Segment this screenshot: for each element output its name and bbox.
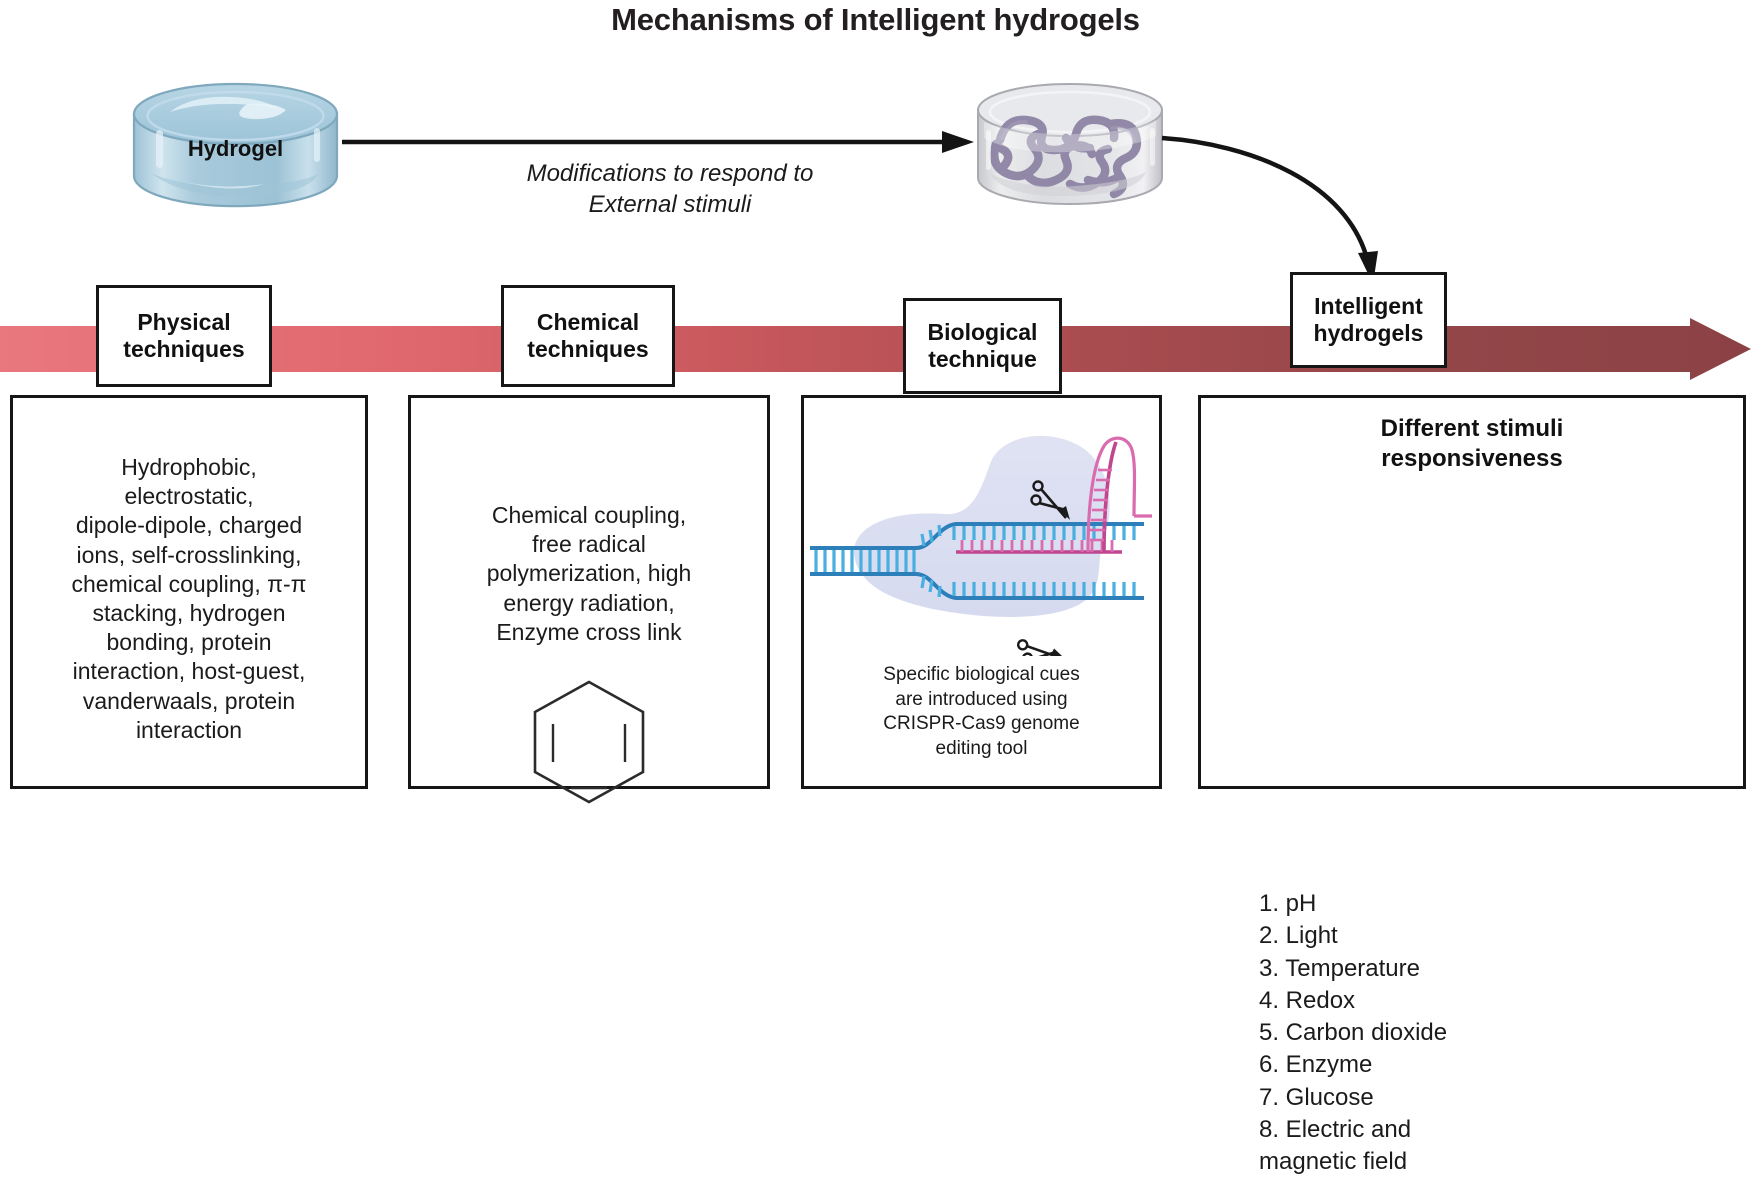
label-chemical: Chemical techniques (527, 309, 649, 362)
stimuli-list-item: 1. pH (1259, 890, 1317, 917)
curved-arrow-icon (1160, 120, 1420, 290)
modification-arrow-icon (340, 126, 980, 158)
label-box-physical-techniques[interactable]: Physical techniques (96, 285, 272, 387)
modification-caption: Modifications to respond to External sti… (526, 160, 814, 219)
stimuli-list-item: 2. Light (1259, 922, 1338, 950)
hydrogel-label: Hydrogel (187, 136, 284, 161)
content-box-biological: Specific biological cues are introduced … (801, 395, 1162, 789)
label-box-biological-technique[interactable]: Biological technique (903, 298, 1062, 394)
content-box-stimuli: Different stimuli responsiveness 1. pH 2.… (1198, 395, 1746, 1175)
stimuli-list-item: 4. Redox (1259, 986, 1356, 1014)
label-box-chemical-techniques[interactable]: Chemical techniques (501, 285, 675, 387)
crosslinked-hydrogel-icon (970, 78, 1170, 213)
scissors-icon (1017, 639, 1064, 656)
physical-techniques-text: Hydrophobic, electrostatic, dipole-dipol… (71, 454, 307, 743)
label-box-intelligent-hydrogels[interactable]: Intelligent hydrogels (1290, 272, 1447, 368)
stimuli-list-item: 5. Carbon dioxide (1259, 1019, 1448, 1047)
biological-caption: Specific biological cues are introduced … (883, 664, 1080, 760)
stimuli-list-item: 7. Glucose (1259, 1083, 1374, 1111)
stimuli-list-item: 6. Enzyme (1259, 1051, 1373, 1079)
scissors-icon (1030, 480, 1070, 520)
chemical-techniques-text: Chemical coupling, free radical polymeri… (486, 502, 692, 645)
stimuli-list-item: 8. Electric and magnetic field (1259, 1115, 1412, 1176)
label-biological: Biological technique (927, 319, 1038, 372)
crispr-cas9-illustration (804, 406, 1165, 656)
label-physical: Physical techniques (123, 309, 245, 362)
hydrogel-cylinder-icon: Hydrogel (128, 78, 343, 213)
label-intelligent: Intelligent hydrogels (1313, 293, 1424, 346)
page-title: Mechanisms of Intelligent hydrogels (611, 2, 1140, 37)
benzene-ring-icon (525, 676, 653, 811)
stimuli-heading: Different stimuli responsiveness (1380, 415, 1564, 472)
content-box-chemical: Chemical coupling, free radical polymeri… (408, 395, 770, 804)
content-box-physical: Hydrophobic, electrostatic, dipole-dipol… (10, 395, 368, 789)
stimuli-list-item: 3. Temperature (1259, 954, 1420, 982)
stimuli-list: 1. pH 2. Light 3. Temperature 4. Redox 5. Ca… (1259, 888, 1447, 1178)
